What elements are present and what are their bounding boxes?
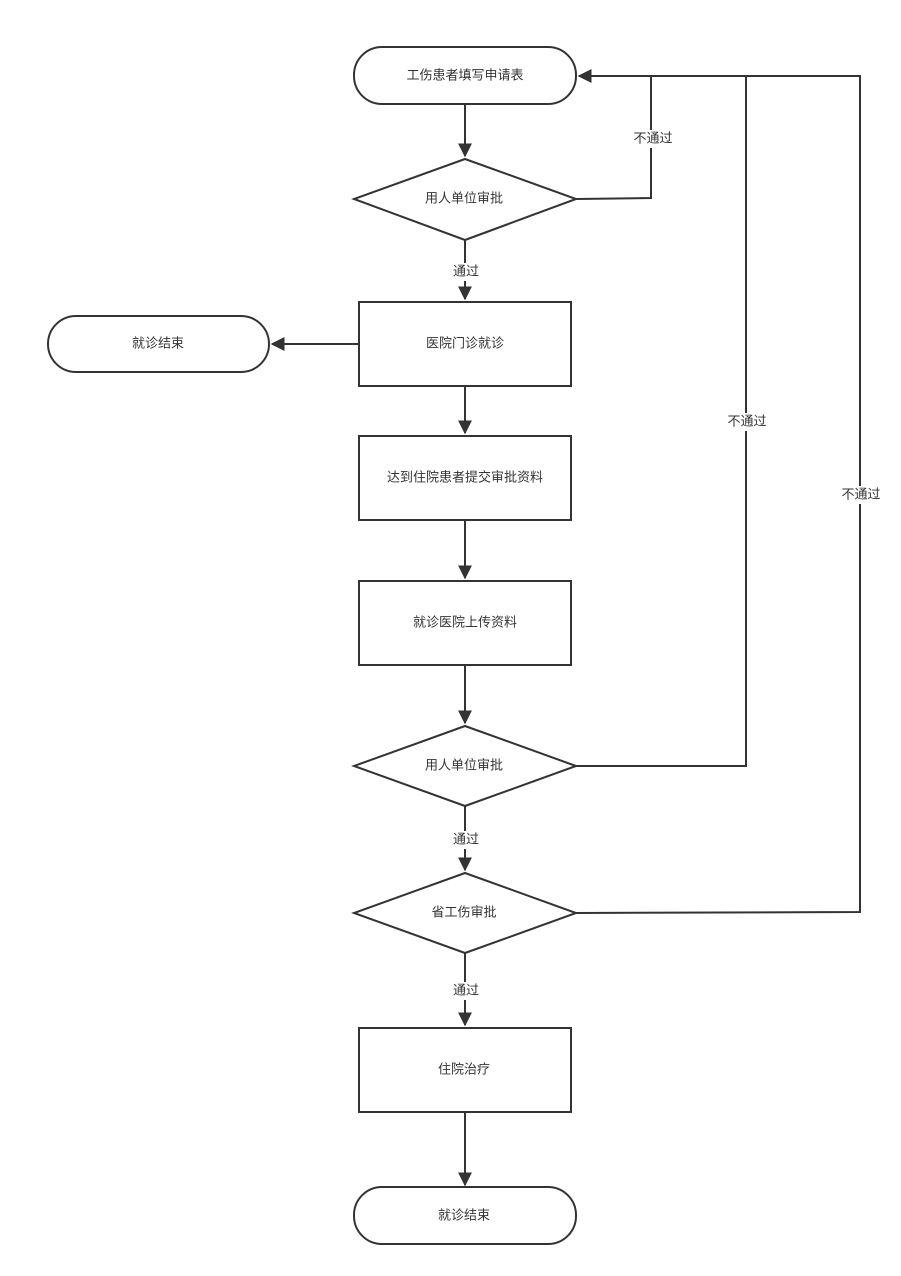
node-start: 工伤患者填写申请表	[353, 46, 577, 105]
svg-text:省工伤审批: 省工伤审批	[431, 906, 496, 921]
svg-text:就诊结束: 就诊结束	[438, 1209, 490, 1224]
edge-label-pass-1: 通过	[453, 265, 479, 280]
node-submit-materials: 达到住院患者提交审批资料	[358, 435, 572, 521]
node-inpatient: 住院治疗	[358, 1027, 572, 1113]
node-end-final: 就诊结束	[353, 1186, 577, 1245]
svg-text:用人单位审批: 用人单位审批	[425, 192, 503, 207]
edge-province-reject	[575, 69, 861, 914]
edge-label-reject-1: 不通过	[633, 132, 672, 147]
edge-label-pass-3: 通过	[453, 984, 479, 999]
svg-text:就诊结束: 就诊结束	[132, 337, 184, 352]
svg-text:达到住院患者提交审批资料: 达到住院患者提交审批资料	[387, 470, 543, 486]
svg-text:住院治疗: 住院治疗	[438, 1063, 490, 1078]
node-end-clinic: 就诊结束	[47, 315, 270, 373]
edge-approve2-reject	[576, 76, 747, 767]
edge-approve1-reject	[575, 76, 652, 200]
node-upload-materials: 就诊医院上传资料	[358, 580, 572, 666]
edge-label-reject-2: 不通过	[727, 415, 766, 430]
svg-text:医院门诊就诊: 医院门诊就诊	[426, 337, 504, 352]
node-approve-province: 省工伤审批	[351, 871, 579, 955]
svg-text:用人单位审批: 用人单位审批	[425, 759, 503, 774]
edge-label-pass-2: 通过	[453, 833, 479, 848]
svg-text:工伤患者填写申请表: 工伤患者填写申请表	[406, 69, 523, 84]
node-clinic-visit: 医院门诊就诊	[358, 301, 572, 387]
svg-text:就诊医院上传资料: 就诊医院上传资料	[413, 616, 517, 631]
node-approve-employer-2: 用人单位审批	[351, 724, 579, 808]
edge-label-reject-3: 不通过	[841, 488, 880, 503]
node-approve-employer-1: 用人单位审批	[351, 157, 579, 242]
